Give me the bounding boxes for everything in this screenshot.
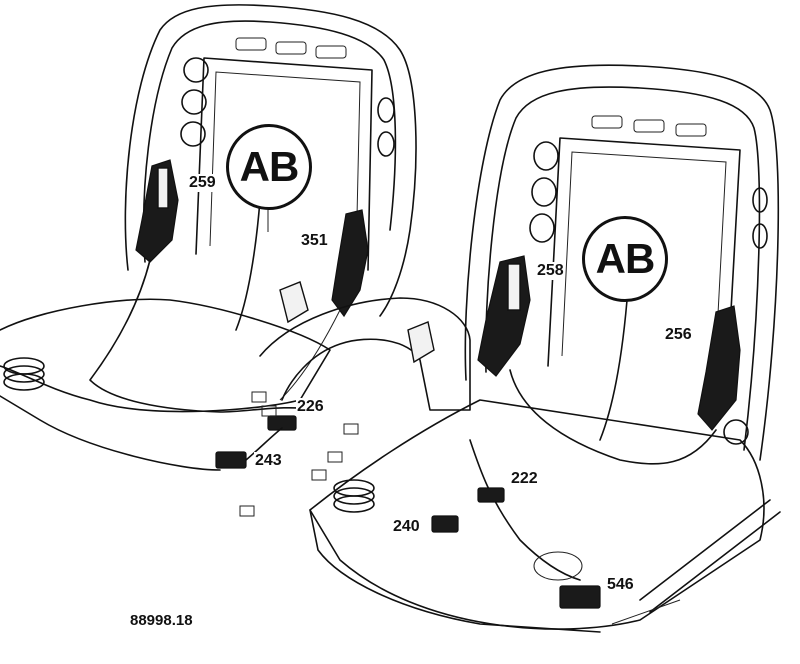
callout-226: 226 [296,398,325,416]
callout-259: 259 [188,174,217,192]
left-seat [0,4,417,471]
callout-351: 351 [300,232,329,250]
callout-222: 222 [510,470,539,488]
callout-243: 243 [254,452,283,470]
callout-240: 240 [392,518,421,536]
callout-256: 256 [664,326,693,344]
callout-258: 258 [536,262,565,280]
center-console [239,297,471,517]
ab-badge-right: AB [582,216,668,302]
ab-badge-left: AB [226,124,312,210]
figure-id: 88998.18 [130,612,193,629]
right-seat [309,64,781,633]
callout-546: 546 [606,576,635,594]
